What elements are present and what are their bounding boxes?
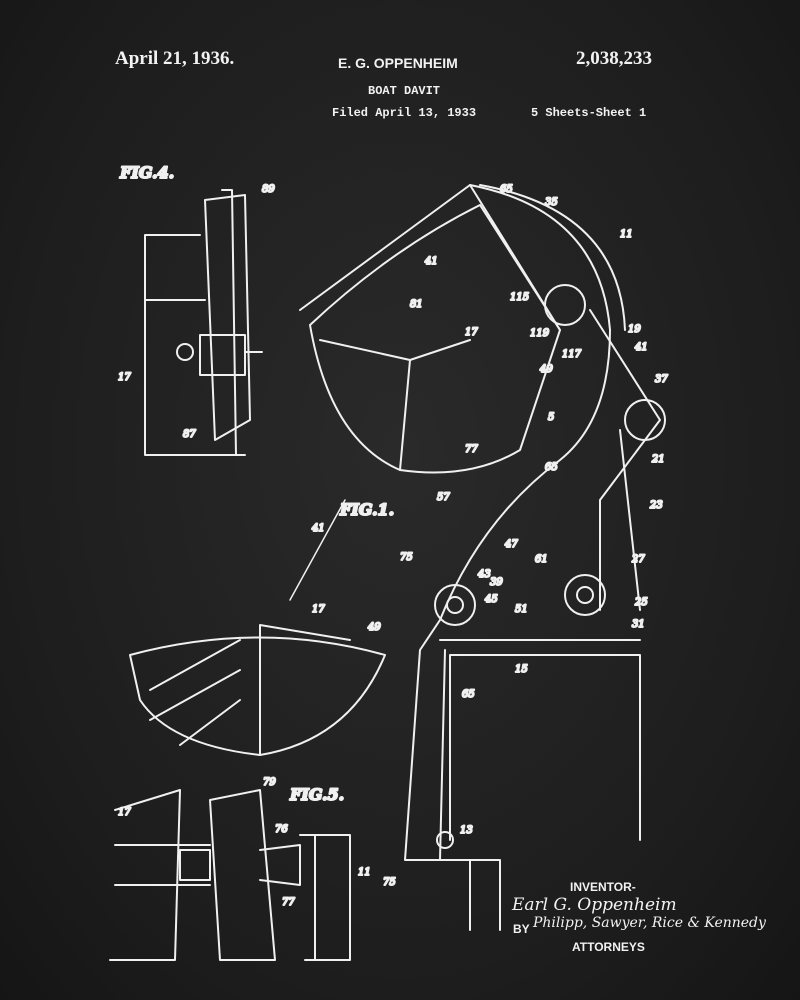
ref: 25: [634, 597, 648, 608]
ref: 57: [437, 492, 450, 503]
ref: 17: [465, 327, 478, 338]
ref: 21: [651, 454, 665, 465]
ref: 89: [262, 184, 275, 195]
ref: 37: [655, 374, 668, 385]
ref: 49: [539, 364, 553, 375]
ref: 77: [465, 444, 478, 455]
ref: 47: [504, 539, 518, 550]
ref: 79: [263, 777, 276, 788]
ref: 5: [548, 412, 554, 423]
ref: 75: [383, 877, 396, 888]
ref: 77: [282, 897, 295, 908]
patent-number: 2,038,233: [576, 48, 652, 69]
ref: 31: [632, 619, 645, 630]
sheet-count: 5 Sheets-Sheet 1: [531, 106, 647, 120]
filed-date: Filed April 13, 1933: [332, 106, 477, 120]
ref: 115: [510, 292, 529, 303]
attorneys-signature: Philipp, Sawyer, Rice & Kennedy: [533, 915, 766, 931]
ref: 65: [500, 184, 513, 195]
ref: 41: [311, 523, 325, 534]
fig1-label: FIG.1.: [339, 500, 394, 519]
ref: 17: [312, 604, 325, 615]
ref: 43: [477, 569, 491, 580]
ref: 23: [649, 500, 663, 511]
attorneys-label: ATTORNEYS: [572, 940, 645, 954]
ref: 61: [535, 554, 548, 565]
ref: 51: [515, 604, 528, 615]
patent-date: April 21, 1936.: [115, 48, 235, 69]
ref: 76: [275, 824, 288, 835]
inventor-signature: Earl G. Oppenheim: [512, 895, 677, 915]
ref: 17: [118, 807, 131, 818]
ref: 27: [631, 554, 645, 565]
ref: 35: [545, 197, 558, 208]
figure-5: FIG.5. 79 17 76 77 11: [109, 776, 372, 961]
ref: 11: [620, 229, 633, 240]
ref: 19: [628, 324, 641, 335]
figure-1: FIG.1. 65 35 11 41 81 17 115 119 19 117 …: [129, 183, 669, 931]
ref: 87: [183, 429, 196, 440]
inventor-header: E. G. OPPENHEIM: [338, 55, 458, 71]
ref: 11: [358, 867, 371, 878]
ref: 41: [634, 342, 648, 353]
ref: 117: [562, 349, 582, 360]
patent-title: BOAT DAVIT: [368, 84, 441, 98]
ref: 39: [490, 577, 503, 588]
fig5-label: FIG.5.: [289, 785, 344, 804]
by-label: BY: [513, 922, 530, 936]
ref: 75: [400, 552, 413, 563]
inventor-label: INVENTOR-: [570, 880, 636, 894]
ref: 41: [424, 256, 438, 267]
ref: 119: [530, 328, 550, 339]
ref: 13: [460, 825, 473, 836]
ref: 65: [545, 462, 558, 473]
ref: 15: [515, 664, 528, 675]
ref: 81: [410, 299, 423, 310]
ref: 45: [484, 594, 498, 605]
ref: 49: [367, 622, 381, 633]
ref: 65: [462, 689, 475, 700]
fig4-label: FIG.4.: [119, 163, 174, 182]
ref: 17: [118, 372, 131, 383]
figure-4: FIG.4. 89 17 87: [117, 162, 276, 456]
